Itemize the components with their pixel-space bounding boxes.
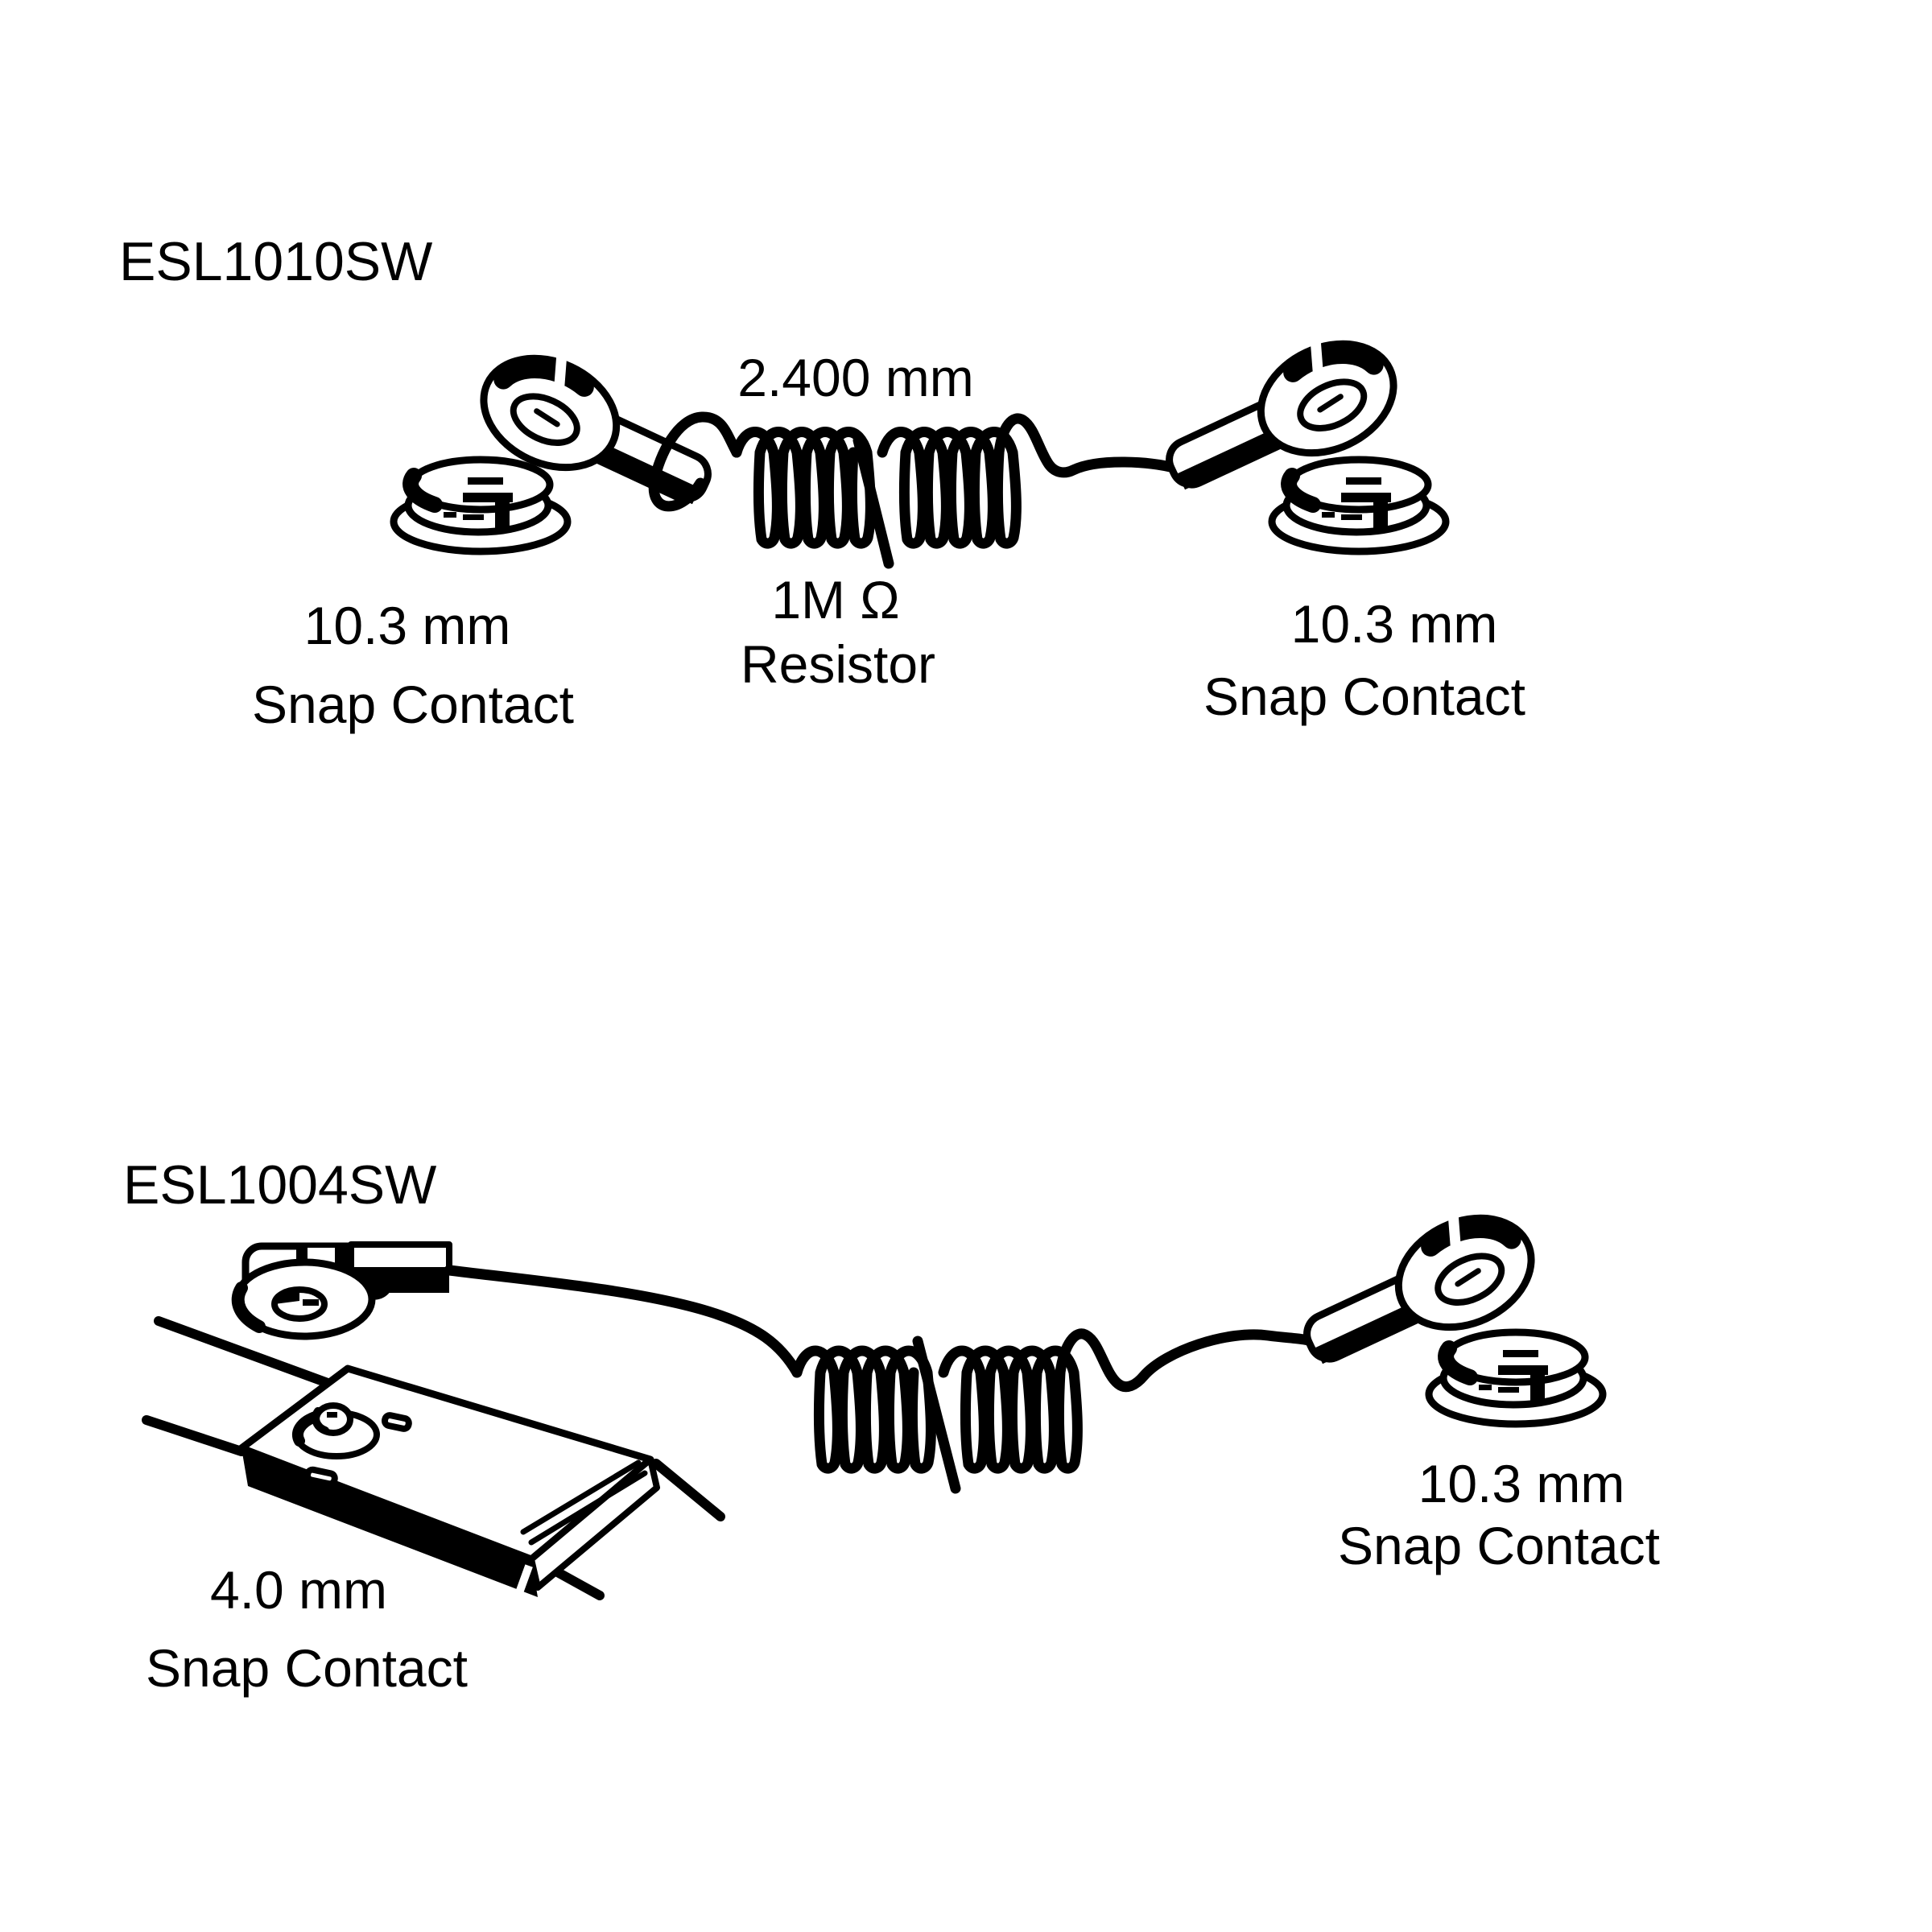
left-snap-size-label: 10.3 mm (304, 596, 511, 655)
garment-line-upper-left (154, 1316, 341, 1391)
snap-pad-4mm (237, 1311, 660, 1597)
right-snap-size-label: 10.3 mm (1291, 594, 1498, 654)
figure-esl1010sw: ESL1010SW 2.400 mm 1M Ω Resistor 10.3 mm… (119, 231, 1525, 734)
pad-type-label: Snap Contact (146, 1638, 468, 1698)
resistor-word-label: Resistor (741, 634, 935, 694)
figure-esl1004sw: ESL1004SW (123, 1154, 1660, 1698)
snap-stud-bottom-right (1429, 1332, 1603, 1424)
lead-connector-underside (231, 1241, 452, 1340)
garment-line-lower-left (142, 1415, 246, 1456)
lead-cable-bottom-right (1055, 1328, 1320, 1393)
pad-size-label: 4.0 mm (210, 1560, 387, 1620)
coiled-wire-left-half (731, 427, 876, 549)
left-snap-type-label: Snap Contact (252, 675, 574, 734)
resistor-value-label: 1M Ω (771, 570, 899, 630)
model-label-esl1010sw: ESL1010SW (119, 231, 432, 292)
snap-stud-left (394, 460, 568, 551)
coil-break-slash-bottom (912, 1335, 961, 1494)
coil-break-slash (852, 435, 894, 569)
lead-cable-bottom-left (444, 1265, 803, 1378)
garment-line-upper-right (651, 1459, 725, 1521)
bottom-right-snap-type-label: Snap Contact (1338, 1516, 1660, 1575)
bottom-right-snap-size-label: 10.3 mm (1418, 1454, 1625, 1513)
lead-cable-left (648, 411, 742, 512)
coiled-wire-bottom-left-half (791, 1345, 936, 1474)
cable-length-label: 2.400 mm (737, 348, 973, 407)
snap-stud-right (1272, 460, 1446, 551)
lead-cable-right (993, 413, 1183, 478)
right-snap-type-label: Snap Contact (1203, 667, 1525, 726)
model-label-esl1004sw: ESL1004SW (123, 1154, 436, 1216)
